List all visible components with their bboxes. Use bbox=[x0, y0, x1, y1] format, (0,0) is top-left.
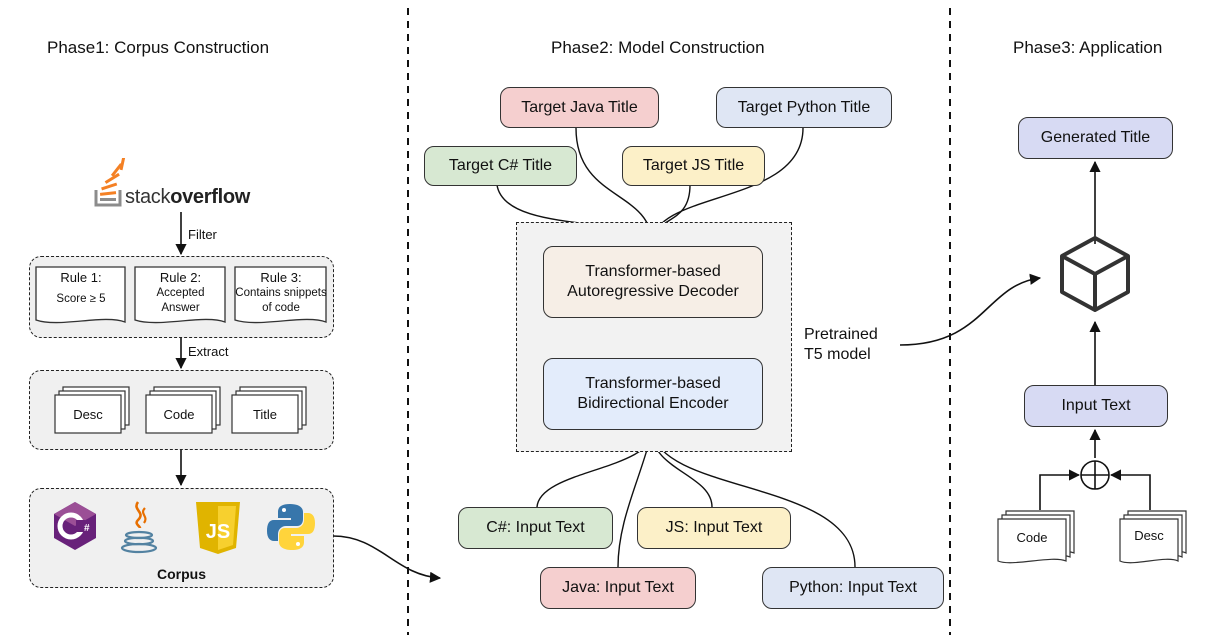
code-to-merge-line bbox=[1039, 469, 1081, 510]
doc-code: Code bbox=[163, 407, 195, 422]
js-icon-label: JS bbox=[206, 521, 230, 543]
phase3-title: Phase3: Application bbox=[1013, 38, 1163, 57]
phase1-title: Phase1: Corpus Construction bbox=[47, 38, 270, 57]
logo-text-light: stack bbox=[125, 186, 171, 208]
rule-1: Rule 1: Score ≥ 5 bbox=[36, 270, 126, 307]
csharp-input-text: C#: Input Text bbox=[458, 507, 613, 549]
target-js-title: Target JS Title bbox=[622, 146, 765, 186]
corpus-label: Corpus bbox=[157, 566, 206, 582]
desc-doc: Desc bbox=[1134, 528, 1164, 543]
js-input-text: JS: Input Text bbox=[637, 507, 791, 549]
target-csharp-title: Target C# Title bbox=[424, 146, 577, 186]
python-icon bbox=[267, 504, 315, 550]
rule-1-title: Rule 1: bbox=[60, 270, 102, 285]
rule-3-body: Contains snippets of code bbox=[235, 287, 327, 314]
stackoverflow-icon bbox=[94, 158, 126, 207]
doc-desc: Desc bbox=[73, 407, 103, 422]
target-python-title: Target Python Title bbox=[716, 87, 892, 128]
model-cube-icon bbox=[1060, 236, 1130, 312]
rule-2-body: Accepted Answer bbox=[156, 287, 205, 314]
rule-1-body: Score ≥ 5 bbox=[56, 293, 106, 306]
logo-text-bold: overflow bbox=[170, 186, 251, 208]
rule-3: Rule 3: Contains snippets of code bbox=[235, 270, 327, 315]
js-icon: JS bbox=[196, 502, 240, 554]
pretrained-to-model-arrow bbox=[899, 273, 1042, 346]
rule-docs-shapes bbox=[35, 266, 327, 324]
filter-label: Filter bbox=[188, 227, 217, 242]
java-icon bbox=[120, 501, 158, 554]
phase2-title: Phase2: Model Construction bbox=[551, 38, 765, 57]
generated-title: Generated Title bbox=[1018, 117, 1173, 159]
target-java-title: Target Java Title bbox=[500, 87, 659, 128]
rule-2: Rule 2: Accepted Answer bbox=[135, 270, 226, 315]
python-input-text: Python: Input Text bbox=[762, 567, 944, 609]
input-text: Input Text bbox=[1024, 385, 1168, 427]
desc-to-merge-line bbox=[1109, 469, 1151, 510]
code-doc: Code bbox=[1016, 530, 1048, 545]
stackoverflow-logo: stackoverflow bbox=[92, 158, 282, 210]
stacked-docs-shapes bbox=[54, 386, 307, 434]
extract-label: Extract bbox=[188, 344, 229, 359]
doc-title: Title bbox=[252, 407, 278, 422]
autoregressive-decoder: Transformer-based Autoregressive Decoder bbox=[543, 246, 763, 318]
python-input-line bbox=[651, 431, 856, 568]
java-input-text: Java: Input Text bbox=[540, 567, 696, 609]
bidirectional-encoder: Transformer-based Bidirectional Encoder bbox=[543, 358, 763, 430]
pretrained-t5-label: Pretrained T5 model bbox=[804, 326, 878, 363]
rule-2-title: Rule 2: bbox=[159, 270, 202, 285]
input-docs-shapes bbox=[997, 510, 1187, 564]
corpus-to-model-arrow bbox=[332, 535, 442, 583]
csharp-icon-label: # bbox=[84, 523, 90, 534]
rule-3-title: Rule 3: bbox=[260, 270, 302, 285]
csharp-icon: # bbox=[54, 502, 96, 550]
